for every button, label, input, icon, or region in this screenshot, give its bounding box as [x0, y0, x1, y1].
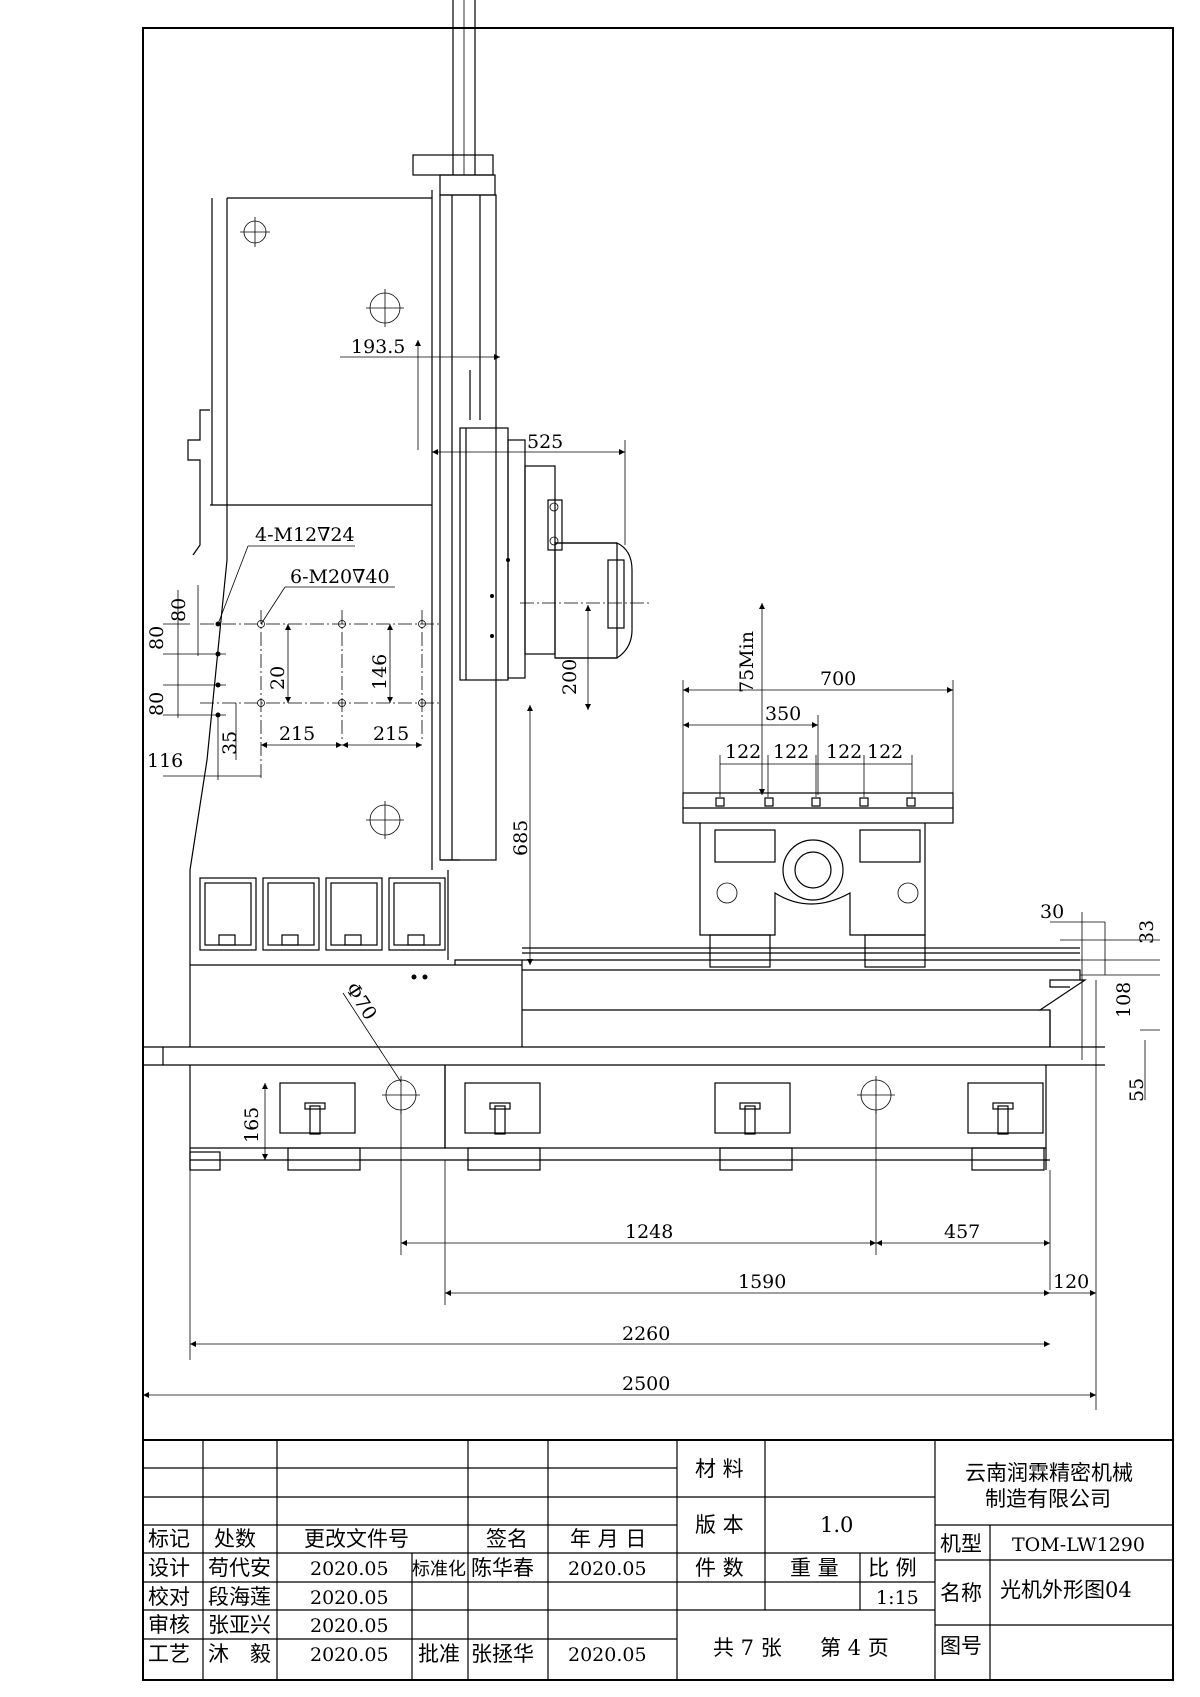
- row-name: 段海莲: [208, 1585, 271, 1609]
- sheet-number: 第 4 页: [820, 1636, 889, 1660]
- dim-80-b: 80: [146, 626, 168, 650]
- row-role2: 批准: [418, 1642, 460, 1666]
- row-date2: 2020.05: [568, 1558, 647, 1580]
- row-role: 工艺: [148, 1642, 190, 1666]
- dim-116: 116: [147, 750, 183, 772]
- dim-193-5: 193.5: [351, 336, 405, 358]
- spindle-head: [459, 427, 650, 681]
- company-name-line2: 制造有限公司: [985, 1487, 1111, 1511]
- dim-122-a: 122: [725, 741, 761, 763]
- row-date2: 2020.05: [568, 1644, 647, 1666]
- dim-350: 350: [765, 703, 801, 725]
- row-name: 苟代安: [208, 1556, 271, 1580]
- material-label: 材 料: [695, 1457, 744, 1481]
- dim-1248: 1248: [625, 1221, 673, 1243]
- weight-label: 重 量: [790, 1556, 839, 1580]
- row-role: 审核: [148, 1613, 190, 1637]
- dim-525: 525: [527, 431, 563, 453]
- dim-35: 35: [219, 731, 241, 755]
- dim-685: 685: [510, 820, 532, 856]
- drawing-name-label: 名称: [940, 1581, 982, 1605]
- dim-122-b: 122: [773, 741, 809, 763]
- pieces-label: 件 数: [695, 1556, 744, 1580]
- dim-457: 457: [944, 1221, 980, 1243]
- dim-55: 55: [1126, 1078, 1148, 1102]
- thread-label-a: 4-M12∇24: [255, 524, 355, 546]
- header-mark: 标记: [148, 1527, 190, 1551]
- dim-80-c: 80: [146, 692, 168, 716]
- dim-2500: 2500: [622, 1373, 670, 1395]
- dim-146: 146: [369, 654, 391, 690]
- dim-108: 108: [1113, 982, 1135, 1018]
- row-date: 2020.05: [310, 1558, 389, 1580]
- drawing-name-value: 光机外形图04: [1000, 1578, 1132, 1602]
- row-role2: 标准化: [412, 1559, 466, 1580]
- dim-122-d: 122: [867, 741, 903, 763]
- dimension-lines: [142, 340, 1160, 1420]
- scale-label: 比 例: [868, 1556, 917, 1580]
- machine-column: [187, 0, 522, 980]
- model-label: 机型: [940, 1532, 982, 1556]
- dim-20: 20: [267, 666, 289, 690]
- dim-1590: 1590: [738, 1271, 786, 1293]
- row-date: 2020.05: [310, 1587, 389, 1609]
- scale-value: 1:15: [876, 1587, 919, 1609]
- dimension-labels: 193.5 525 4-M12∇24 6-M20∇40 80 80 80 20 …: [146, 336, 1158, 1395]
- dim-215-b: 215: [373, 723, 409, 745]
- row-name: 张亚兴: [208, 1613, 271, 1637]
- header-count: 处数: [214, 1527, 256, 1551]
- header-change-doc: 更改文件号: [304, 1527, 409, 1551]
- drawing-frame: [142, 27, 1174, 1681]
- sheet-count: 共 7 张: [713, 1636, 782, 1660]
- dim-165: 165: [241, 1107, 263, 1143]
- header-signature: 签名: [486, 1527, 528, 1551]
- row-role: 校对: [148, 1585, 190, 1609]
- model-value: TOM-LW1290: [1012, 1534, 1145, 1556]
- dim-120: 120: [1053, 1271, 1089, 1293]
- dim-phi-70: Φ70: [341, 979, 381, 1024]
- thread-label-b: 6-M20∇40: [290, 566, 390, 588]
- row-date: 2020.05: [310, 1644, 389, 1666]
- version-label: 版 本: [695, 1513, 744, 1537]
- company-name-line1: 云南润霖精密机械: [965, 1461, 1133, 1485]
- title-block: 标记 处数 更改文件号 签名 年 月 日 设计 苟代安 2020.05 标准化 …: [143, 1439, 1173, 1680]
- dim-80-a: 80: [168, 598, 190, 622]
- machine-base: [143, 870, 1105, 1171]
- dim-33: 33: [1136, 920, 1158, 944]
- dim-215-a: 215: [279, 723, 315, 745]
- dim-2260: 2260: [622, 1323, 670, 1345]
- dim-700: 700: [820, 668, 856, 690]
- dim-122-c: 122: [826, 741, 862, 763]
- row-name: 沐 毅: [208, 1642, 271, 1666]
- rotary-table: [682, 792, 954, 968]
- drawing-number-label: 图号: [940, 1634, 982, 1658]
- dim-75min: 75Min: [736, 631, 758, 693]
- row-role: 设计: [148, 1556, 190, 1580]
- header-date: 年 月 日: [570, 1527, 646, 1551]
- dim-30: 30: [1040, 901, 1064, 923]
- row-name2: 陈华春: [471, 1556, 534, 1580]
- row-name2: 张拯华: [471, 1642, 534, 1666]
- dim-200: 200: [559, 659, 581, 695]
- version-value: 1.0: [820, 1513, 853, 1537]
- row-date: 2020.05: [310, 1615, 389, 1637]
